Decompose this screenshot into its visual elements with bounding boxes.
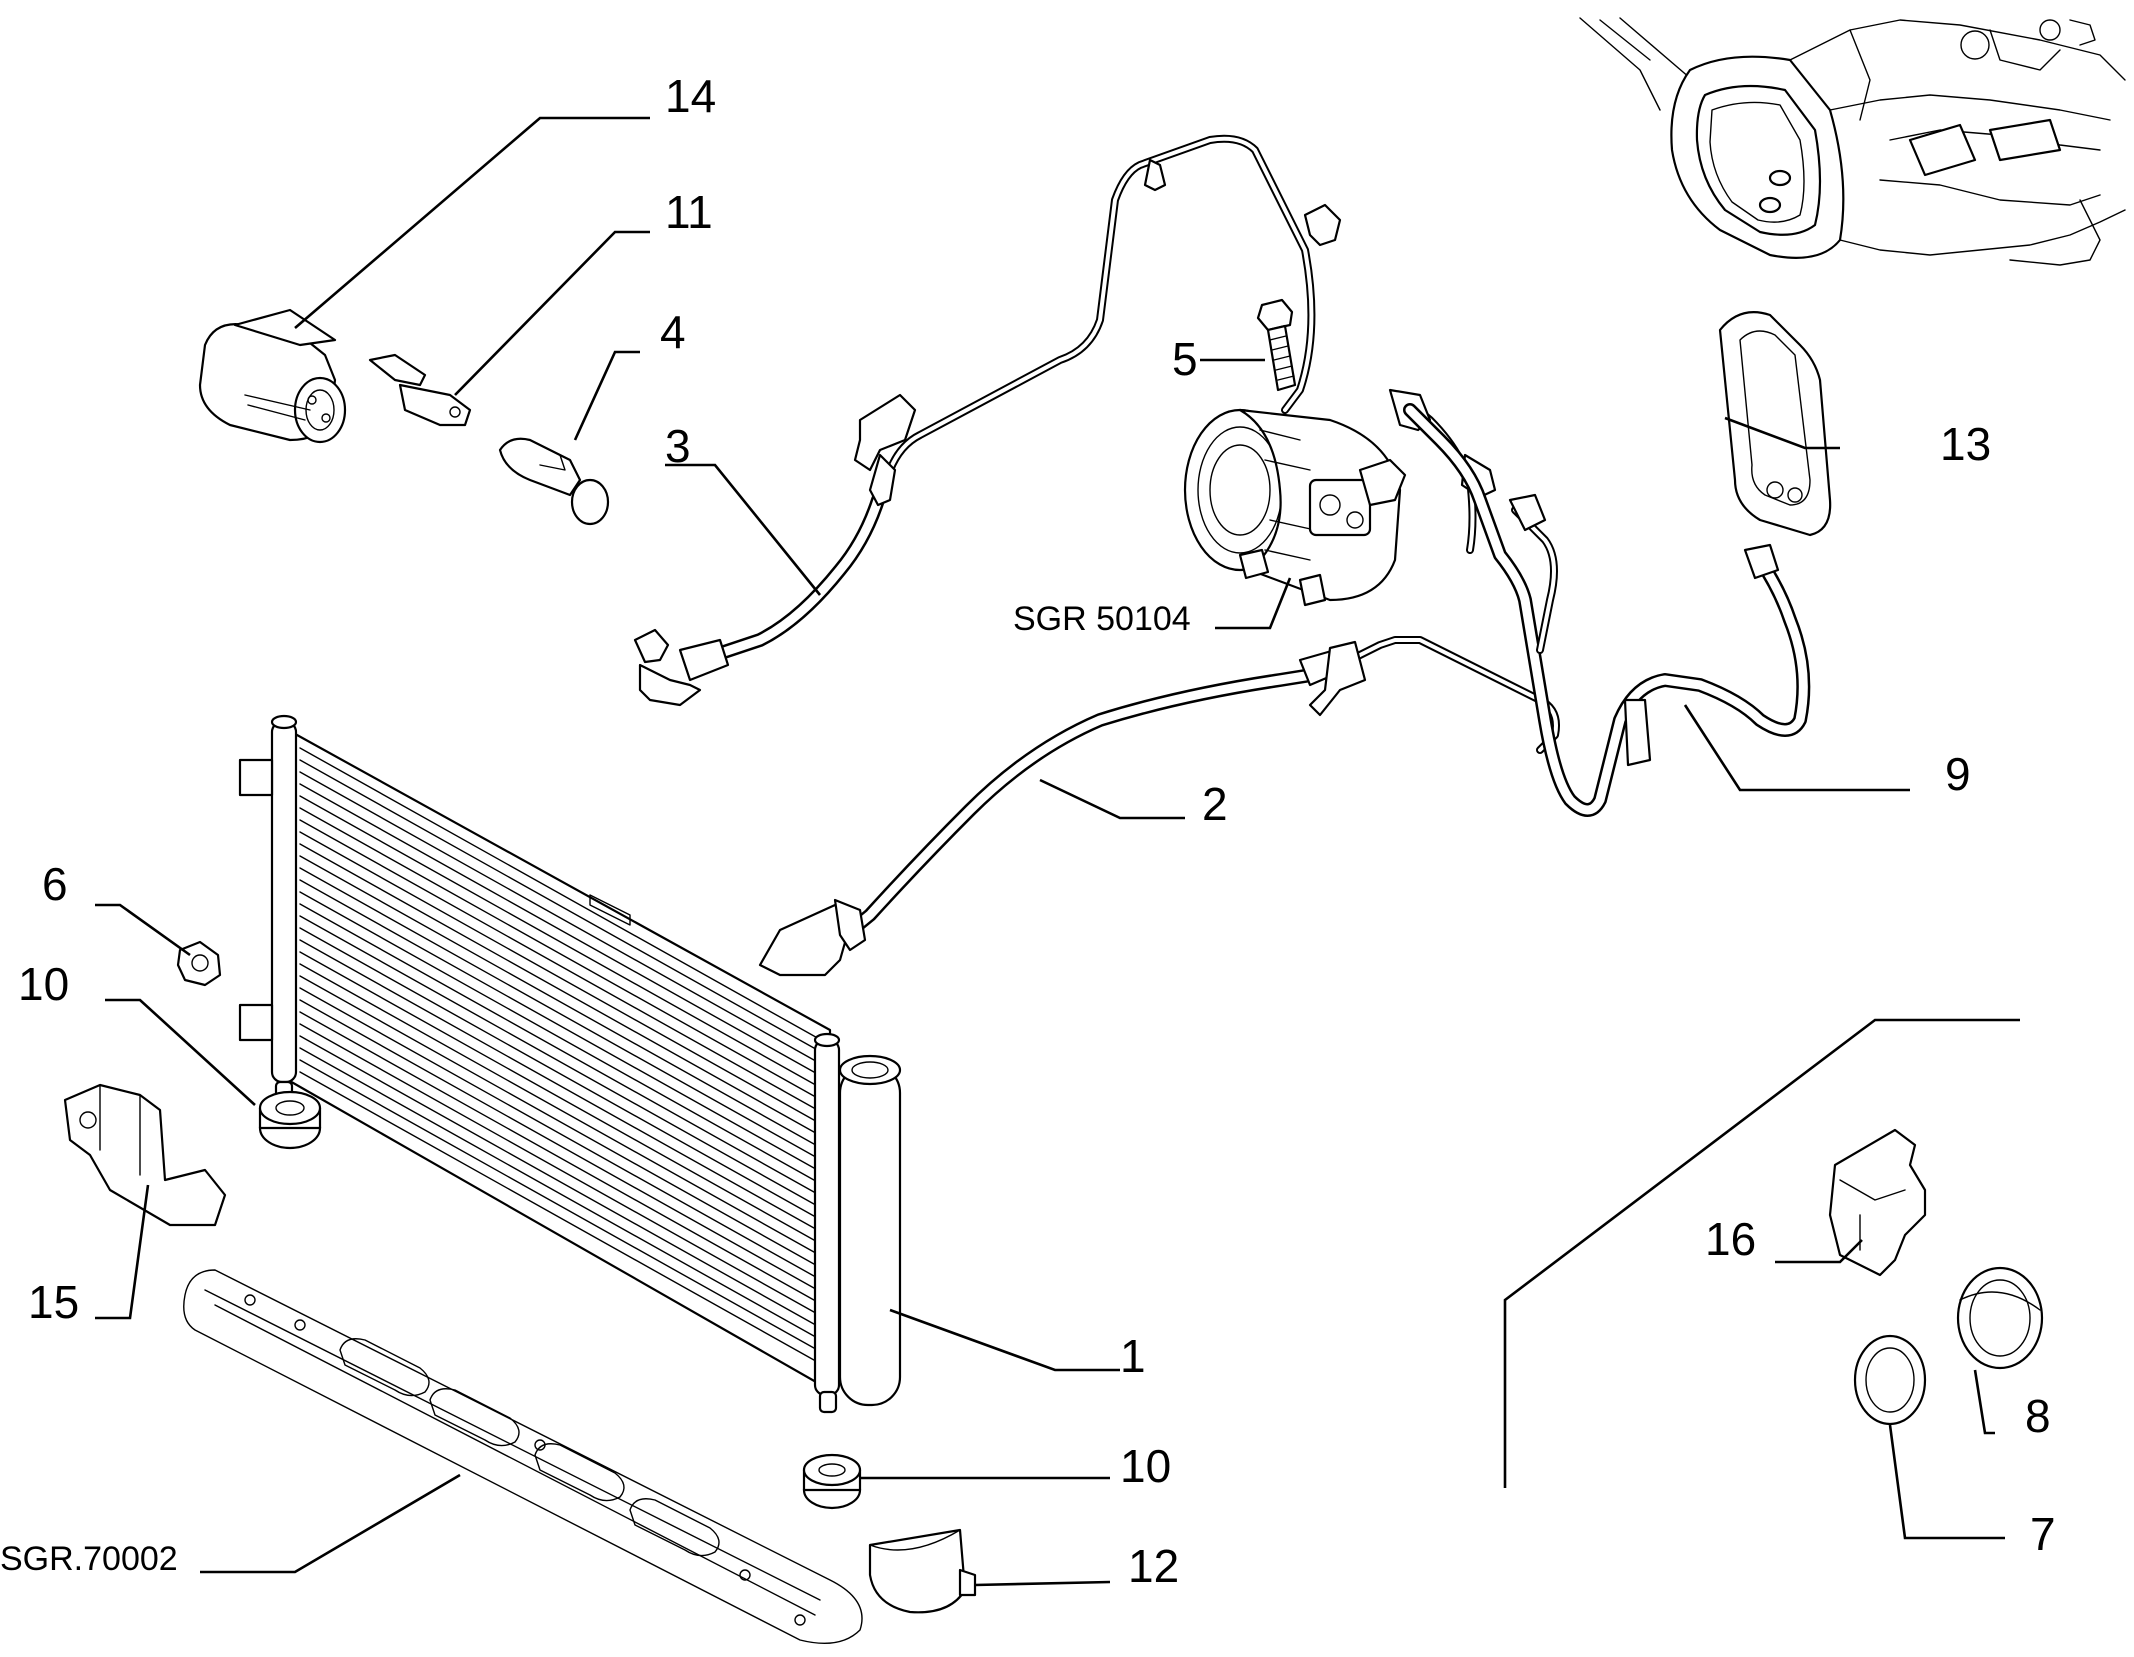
hose-3: [633, 134, 1342, 707]
callout-2: 2: [1202, 778, 1228, 830]
mount-10-bottom: [802, 1453, 862, 1510]
bolt-5: [1256, 298, 1297, 392]
callout-6: 6: [42, 858, 68, 910]
hose-9: [1388, 388, 1811, 817]
inset-detail: [1503, 1018, 2044, 1488]
callout-12: 12: [1128, 1540, 1179, 1592]
nut-6: [176, 940, 222, 987]
callout-10-top: 10: [18, 958, 69, 1010]
pressure-switch-14: [198, 308, 347, 444]
callout-1: 1: [1120, 1330, 1146, 1382]
condenser-1: [238, 714, 902, 1414]
pressure-sensor-4: [498, 437, 610, 526]
ref-crossmember: SGR.70002: [0, 1540, 178, 1578]
heater-housing-fragment: [1579, 17, 2126, 266]
callout-8: 8: [2025, 1390, 2051, 1442]
callout-14: 14: [665, 70, 716, 122]
compressor: [1183, 408, 1407, 607]
callout-11: 11: [665, 186, 713, 238]
hose-2: [758, 636, 1560, 977]
leader-lines: [95, 116, 2005, 1587]
ref-compressor: SGR 50104: [1013, 600, 1191, 638]
callout-9: 9: [1945, 748, 1971, 800]
callout-7: 7: [2030, 1508, 2056, 1560]
gasket-13: [1718, 311, 1832, 537]
clamp-12: [868, 1528, 977, 1614]
callout-5: 5: [1172, 333, 1198, 385]
callout-3: 3: [665, 420, 691, 472]
clip-11: [368, 353, 472, 427]
mount-10-top: [258, 1090, 322, 1150]
callout-4: 4: [660, 306, 686, 358]
crossmember: [183, 1269, 863, 1645]
callout-15: 15: [28, 1276, 79, 1328]
callout-16: 16: [1705, 1213, 1756, 1265]
callout-10-bottom: 10: [1120, 1440, 1171, 1492]
callout-13: 13: [1940, 418, 1991, 470]
bracket-15: [63, 1083, 227, 1227]
